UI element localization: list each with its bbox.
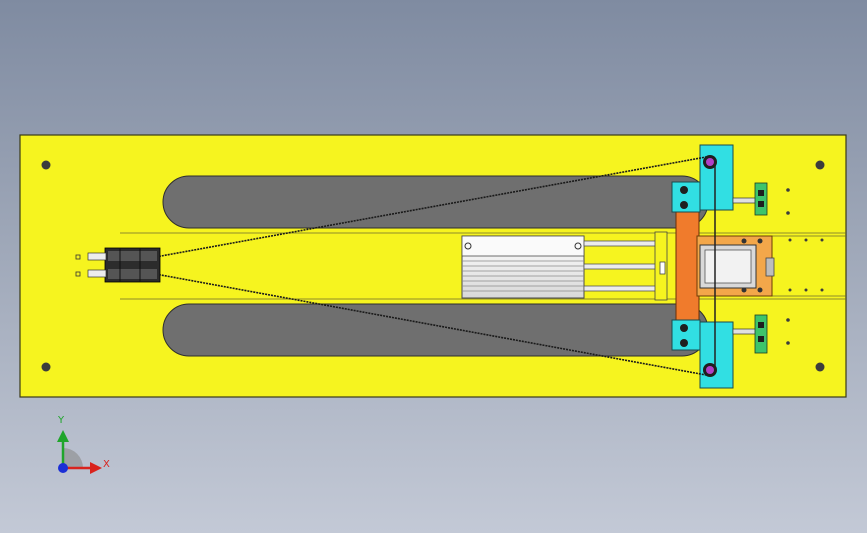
upper-slot[interactable]: [162, 175, 709, 229]
lower-slot[interactable]: [162, 303, 709, 357]
slider-bar[interactable]: [675, 211, 700, 321]
mounting-hole: [41, 160, 51, 170]
axis-y-label: Y: [58, 415, 65, 426]
mounting-hole: [41, 362, 51, 372]
sensor-box[interactable]: [699, 244, 757, 289]
axis-x-label: X: [103, 459, 110, 470]
mounting-hole: [815, 362, 825, 372]
rail-holes: [786, 188, 824, 345]
upper-clamp-block[interactable]: [671, 144, 768, 216]
lower-clamp-block[interactable]: [671, 314, 768, 389]
connector-block[interactable]: [75, 247, 161, 283]
mounting-holes: [41, 160, 825, 372]
rod-bracket: [654, 231, 668, 301]
coordinate-triad-icon: [57, 430, 102, 474]
heatsink-resistor[interactable]: [461, 235, 585, 299]
mounting-hole: [815, 160, 825, 170]
cables: [149, 156, 707, 376]
